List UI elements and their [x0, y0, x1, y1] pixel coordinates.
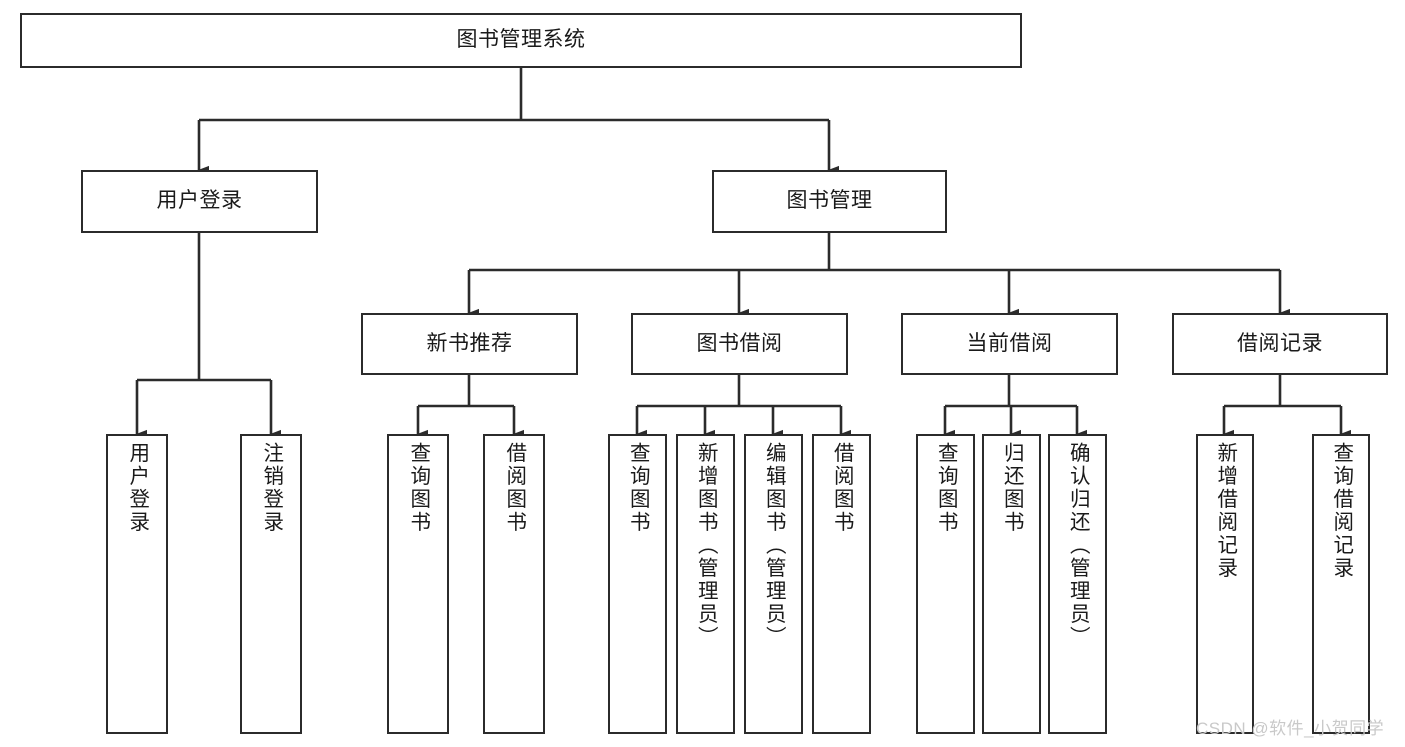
node-label: 用户登录	[125, 442, 149, 534]
node-leaf-user-logout[interactable]: 注销登录	[240, 434, 302, 734]
node-label: 图书借阅	[696, 331, 783, 355]
node-label: 借阅记录	[1237, 331, 1323, 355]
node-label: 查询借阅记录	[1329, 442, 1353, 580]
node-leaf-query-book-3[interactable]: 查询图书	[916, 434, 975, 734]
node-borrow-record[interactable]: 借阅记录	[1172, 313, 1388, 375]
node-leaf-query-record[interactable]: 查询借阅记录	[1312, 434, 1370, 734]
node-label: 新书推荐	[426, 331, 513, 355]
node-label: 借阅图书	[502, 442, 526, 534]
node-label: 图书管理系统	[456, 28, 586, 52]
node-leaf-edit-book[interactable]: 编辑图书（管理员）	[744, 434, 803, 734]
node-label: 编辑图书（管理员）	[762, 442, 786, 649]
node-root-system[interactable]: 图书管理系统	[20, 13, 1022, 68]
node-new-book-recommend[interactable]: 新书推荐	[361, 313, 578, 375]
node-user-login[interactable]: 用户登录	[81, 170, 318, 233]
node-label: 新增图书（管理员）	[694, 442, 718, 649]
node-book-manage[interactable]: 图书管理	[712, 170, 947, 233]
node-label: 图书管理	[786, 189, 873, 213]
node-leaf-borrow-book-2[interactable]: 借阅图书	[812, 434, 871, 734]
node-leaf-query-book-1[interactable]: 查询图书	[387, 434, 449, 734]
node-leaf-add-book[interactable]: 新增图书（管理员）	[676, 434, 735, 734]
node-label: 查询图书	[406, 442, 430, 534]
node-label: 用户登录	[156, 189, 243, 213]
node-leaf-borrow-book-1[interactable]: 借阅图书	[483, 434, 545, 734]
node-label: 确认归还（管理员）	[1066, 442, 1090, 649]
node-label: 新增借阅记录	[1213, 442, 1237, 580]
node-leaf-add-record[interactable]: 新增借阅记录	[1196, 434, 1254, 734]
node-leaf-return-book[interactable]: 归还图书	[982, 434, 1041, 734]
node-label: 查询图书	[626, 442, 650, 534]
node-current-borrow[interactable]: 当前借阅	[901, 313, 1118, 375]
node-label: 借阅图书	[830, 442, 854, 534]
node-book-borrow[interactable]: 图书借阅	[631, 313, 848, 375]
node-label: 归还图书	[1000, 442, 1024, 534]
node-leaf-user-login[interactable]: 用户登录	[106, 434, 168, 734]
node-label: 当前借阅	[966, 331, 1053, 355]
node-leaf-confirm-return[interactable]: 确认归还（管理员）	[1048, 434, 1107, 734]
node-label: 查询图书	[934, 442, 958, 534]
node-leaf-query-book-2[interactable]: 查询图书	[608, 434, 667, 734]
node-label: 注销登录	[259, 442, 283, 534]
